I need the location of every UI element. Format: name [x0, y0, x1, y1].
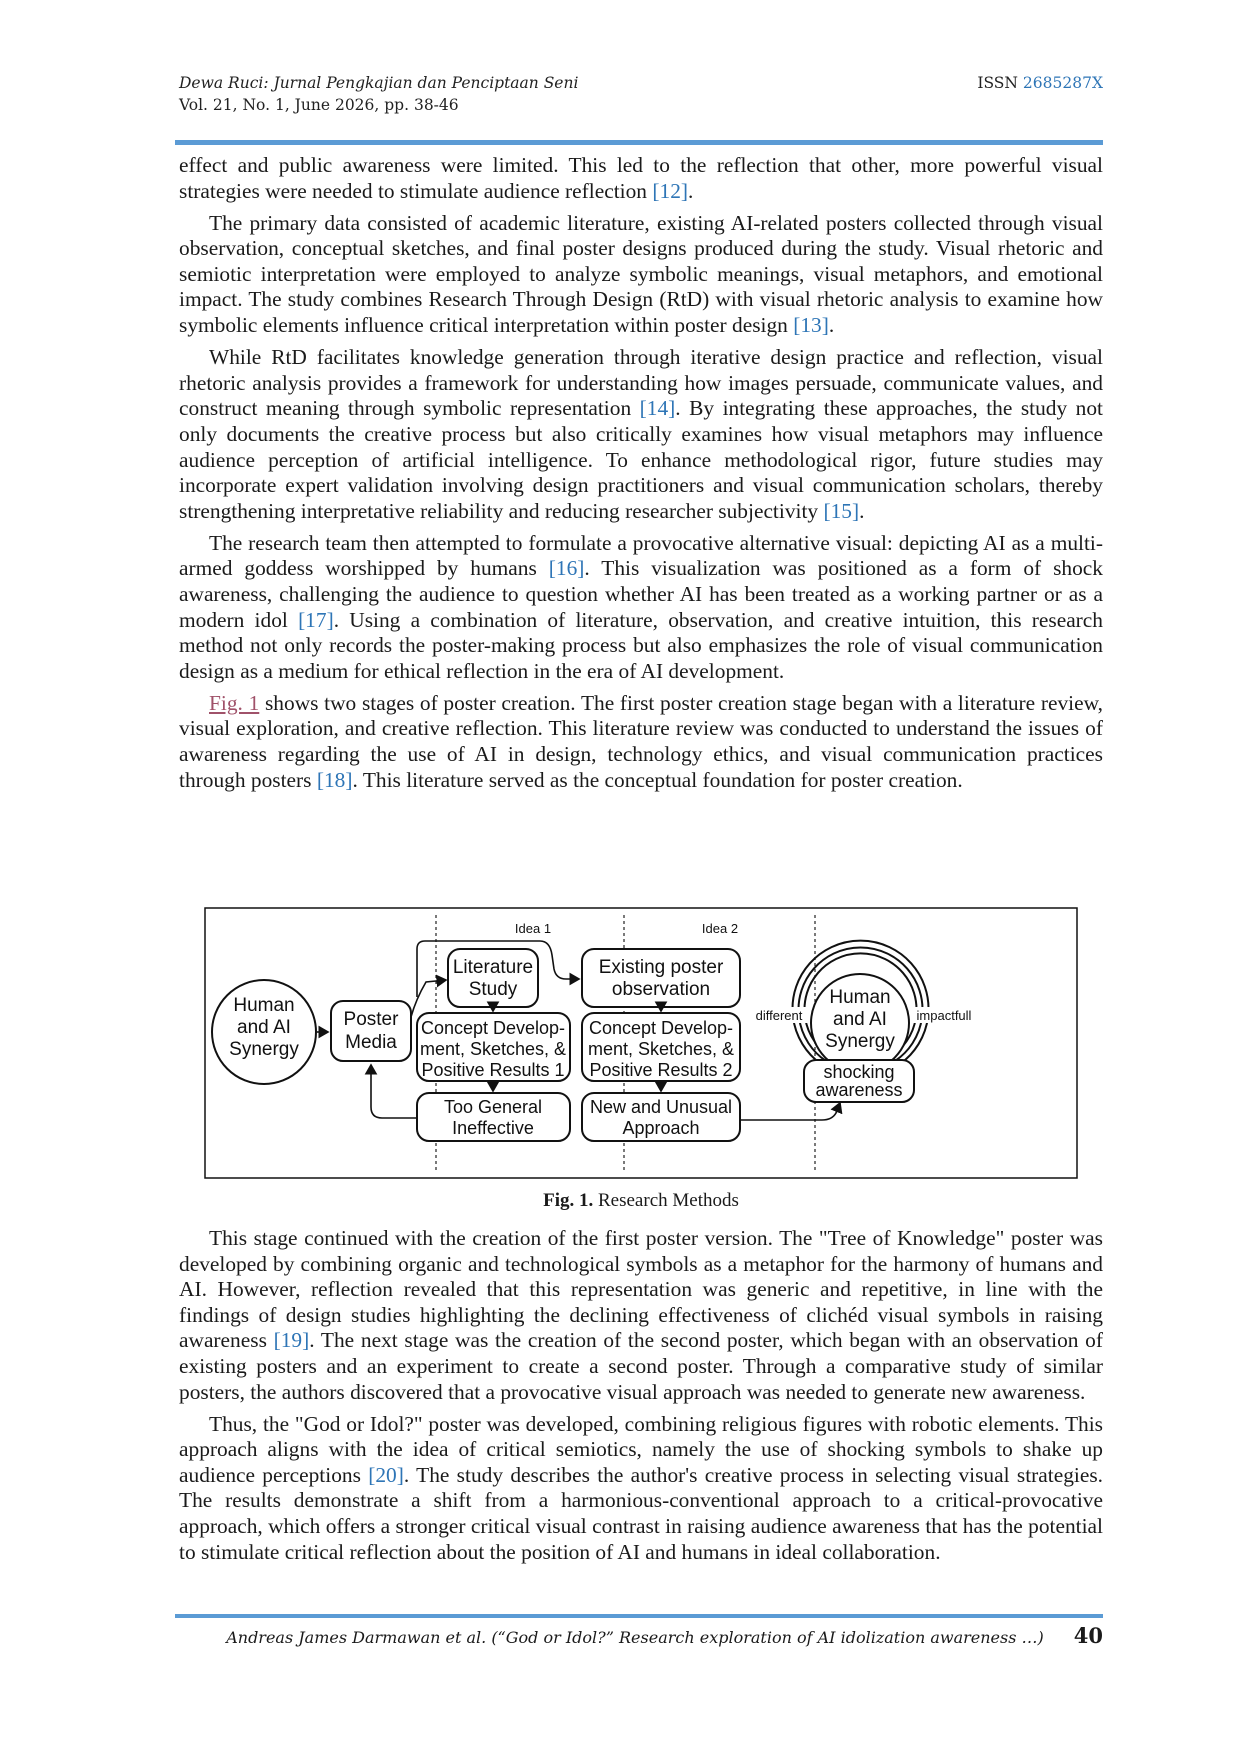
new-unusual-line2: Approach — [622, 1118, 699, 1138]
too-general-node — [416, 1092, 571, 1142]
figure-caption: Fig. 1. Research Methods — [179, 1190, 1103, 1212]
human-ai-right-line1: Human — [829, 987, 890, 1008]
paragraph-5-text-a: shows two stages of poster creation. The… — [179, 690, 1103, 792]
concept2-line1: Concept Develop- — [589, 1018, 733, 1038]
arrow-poster-to-literature — [410, 974, 448, 1018]
paragraph-3: While RtD facilitates knowledge generati… — [179, 345, 1103, 523]
poster-media-line1: Poster — [344, 1009, 400, 1030]
human-ai-left-line3: Synergy — [229, 1039, 299, 1060]
existing-line1: Existing poster — [599, 957, 724, 978]
journal-name: Dewa Ruci: Jurnal Pengkajian dan Pencipt… — [179, 74, 579, 92]
paragraph-4-text-c: Using a combination of literature, obser… — [179, 607, 1103, 683]
poster-media-line2: Media — [345, 1032, 397, 1053]
shocking-line2: awareness — [815, 1080, 902, 1100]
research-methods-diagram: Idea 1 Idea 2 Human and AI Synergy Poste… — [204, 907, 1078, 1179]
issn: ISSN 2685287X — [977, 72, 1103, 94]
caption-label: Fig. 1. — [543, 1190, 594, 1211]
existing-line2: observation — [612, 979, 710, 1000]
concept1-line1: Concept Develop- — [421, 1018, 565, 1038]
paragraph-5-text-b: This literature served as the conceptual… — [362, 767, 963, 792]
human-ai-left-line2: and AI — [237, 1017, 291, 1038]
impactfull-label-bg — [912, 1007, 976, 1023]
citation-13[interactable]: [13] — [793, 313, 829, 338]
human-ai-right-line3: Synergy — [825, 1031, 895, 1052]
citation-15[interactable]: [15] — [823, 498, 860, 523]
paragraph-6: This stage continued with the creation o… — [179, 1226, 1103, 1404]
figure-1-link[interactable]: Fig. 1 — [209, 690, 260, 715]
different-label: different — [756, 1008, 803, 1023]
arrow-toogeneral-back-to-poster — [364, 1063, 417, 1119]
concept2-line2: ment, Sketches, & — [588, 1039, 734, 1059]
human-ai-left-line1: Human — [233, 995, 294, 1016]
citation-14[interactable]: [14] — [639, 396, 676, 421]
paragraph-7-text-b: The study describes the author's creativ… — [179, 1462, 1103, 1564]
citation-12[interactable]: [12] — [652, 178, 689, 203]
too-general-line1: Too General — [444, 1097, 542, 1117]
paragraph-4-text-a: The research team then attempted to form… — [179, 530, 1103, 581]
paragraph-3-text-a: While RtD facilitates knowledge generati… — [179, 345, 1103, 421]
paragraph-6-text-a: This stage continued with the creation o… — [179, 1226, 1103, 1353]
paragraph-7: Thus, the "God or Idol?" poster was deve… — [179, 1411, 1103, 1564]
footer-rule — [175, 1614, 1103, 1618]
shocking-line1: shocking — [823, 1062, 894, 1082]
citation-16[interactable]: [16] — [548, 556, 585, 581]
body-text-lower: This stage continued with the creation o… — [179, 1226, 1103, 1572]
running-header: Dewa Ruci: Jurnal Pengkajian dan Pencipt… — [179, 72, 1103, 116]
literature-line1: Literature — [453, 957, 533, 978]
paragraph-4-text-b: This visualization was positioned as a f… — [179, 556, 1103, 632]
human-ai-right-line2: and AI — [833, 1009, 887, 1030]
header-rule — [175, 140, 1103, 145]
paragraph-2: The primary data consisted of academic l… — [179, 210, 1103, 338]
body-text-upper: effect and public awareness were limited… — [179, 153, 1103, 800]
different-label-bg — [750, 1007, 808, 1023]
paragraph-2-text: The primary data consisted of academic l… — [179, 210, 1103, 338]
new-unusual-line1: New and Unusual — [590, 1097, 732, 1117]
new-unusual-node — [581, 1092, 741, 1142]
page-number: 40 — [1073, 1623, 1103, 1648]
caption-text: Research Methods — [598, 1190, 739, 1211]
footer-authors: Andreas James Darmawan et al. (“God or I… — [226, 1628, 1044, 1647]
concept1-line3: Positive Results 1 — [421, 1060, 564, 1080]
journal-volume: Vol. 21, No. 1, June 2026, pp. 38-46 — [179, 96, 459, 114]
citation-20[interactable]: [20] — [368, 1462, 404, 1487]
paragraph-6-text-b: The next stage was the creation of the s… — [179, 1328, 1103, 1404]
paragraph-7-text-a: Thus, the "God or Idol?" poster was deve… — [179, 1411, 1103, 1487]
too-general-line2: Ineffective — [452, 1118, 534, 1138]
human-ai-synergy-node — [211, 979, 317, 1085]
shocking-awareness-node — [803, 1059, 915, 1103]
concept1-line2: ment, Sketches, & — [420, 1039, 566, 1059]
concept2-line3: Positive Results 2 — [589, 1060, 732, 1080]
arrow-idea1-to-idea2 — [416, 940, 581, 997]
impactfull-label: impactfull — [917, 1008, 972, 1023]
citation-17[interactable]: [17] — [298, 607, 334, 632]
paragraph-3-text-b: By integrating these approaches, the stu… — [179, 396, 1103, 523]
literature-line2: Study — [469, 979, 518, 1000]
running-footer: Andreas James Darmawan et al. (“God or I… — [179, 1623, 1103, 1648]
idea-2-label: Idea 2 — [702, 921, 738, 936]
paragraph-1: effect and public awareness were limited… — [179, 153, 1103, 203]
issn-label: ISSN — [977, 74, 1018, 92]
paragraph-4: The research team then attempted to form… — [179, 530, 1103, 683]
figure-research-methods: Idea 1 Idea 2 Human and AI Synergy Poste… — [204, 907, 1078, 1179]
paragraph-5: Fig. 1 shows two stages of poster creati… — [179, 690, 1103, 792]
citation-19[interactable]: [19] — [273, 1328, 310, 1353]
poster-media-node — [330, 1000, 412, 1062]
idea-1-label: Idea 1 — [515, 921, 551, 936]
issn-link[interactable]: 2685287X — [1022, 74, 1103, 92]
arrow-newunusual-to-shocking — [740, 1101, 843, 1121]
paragraph-1-text: effect and public awareness were limited… — [179, 153, 1103, 203]
citation-18[interactable]: [18] — [316, 767, 353, 792]
